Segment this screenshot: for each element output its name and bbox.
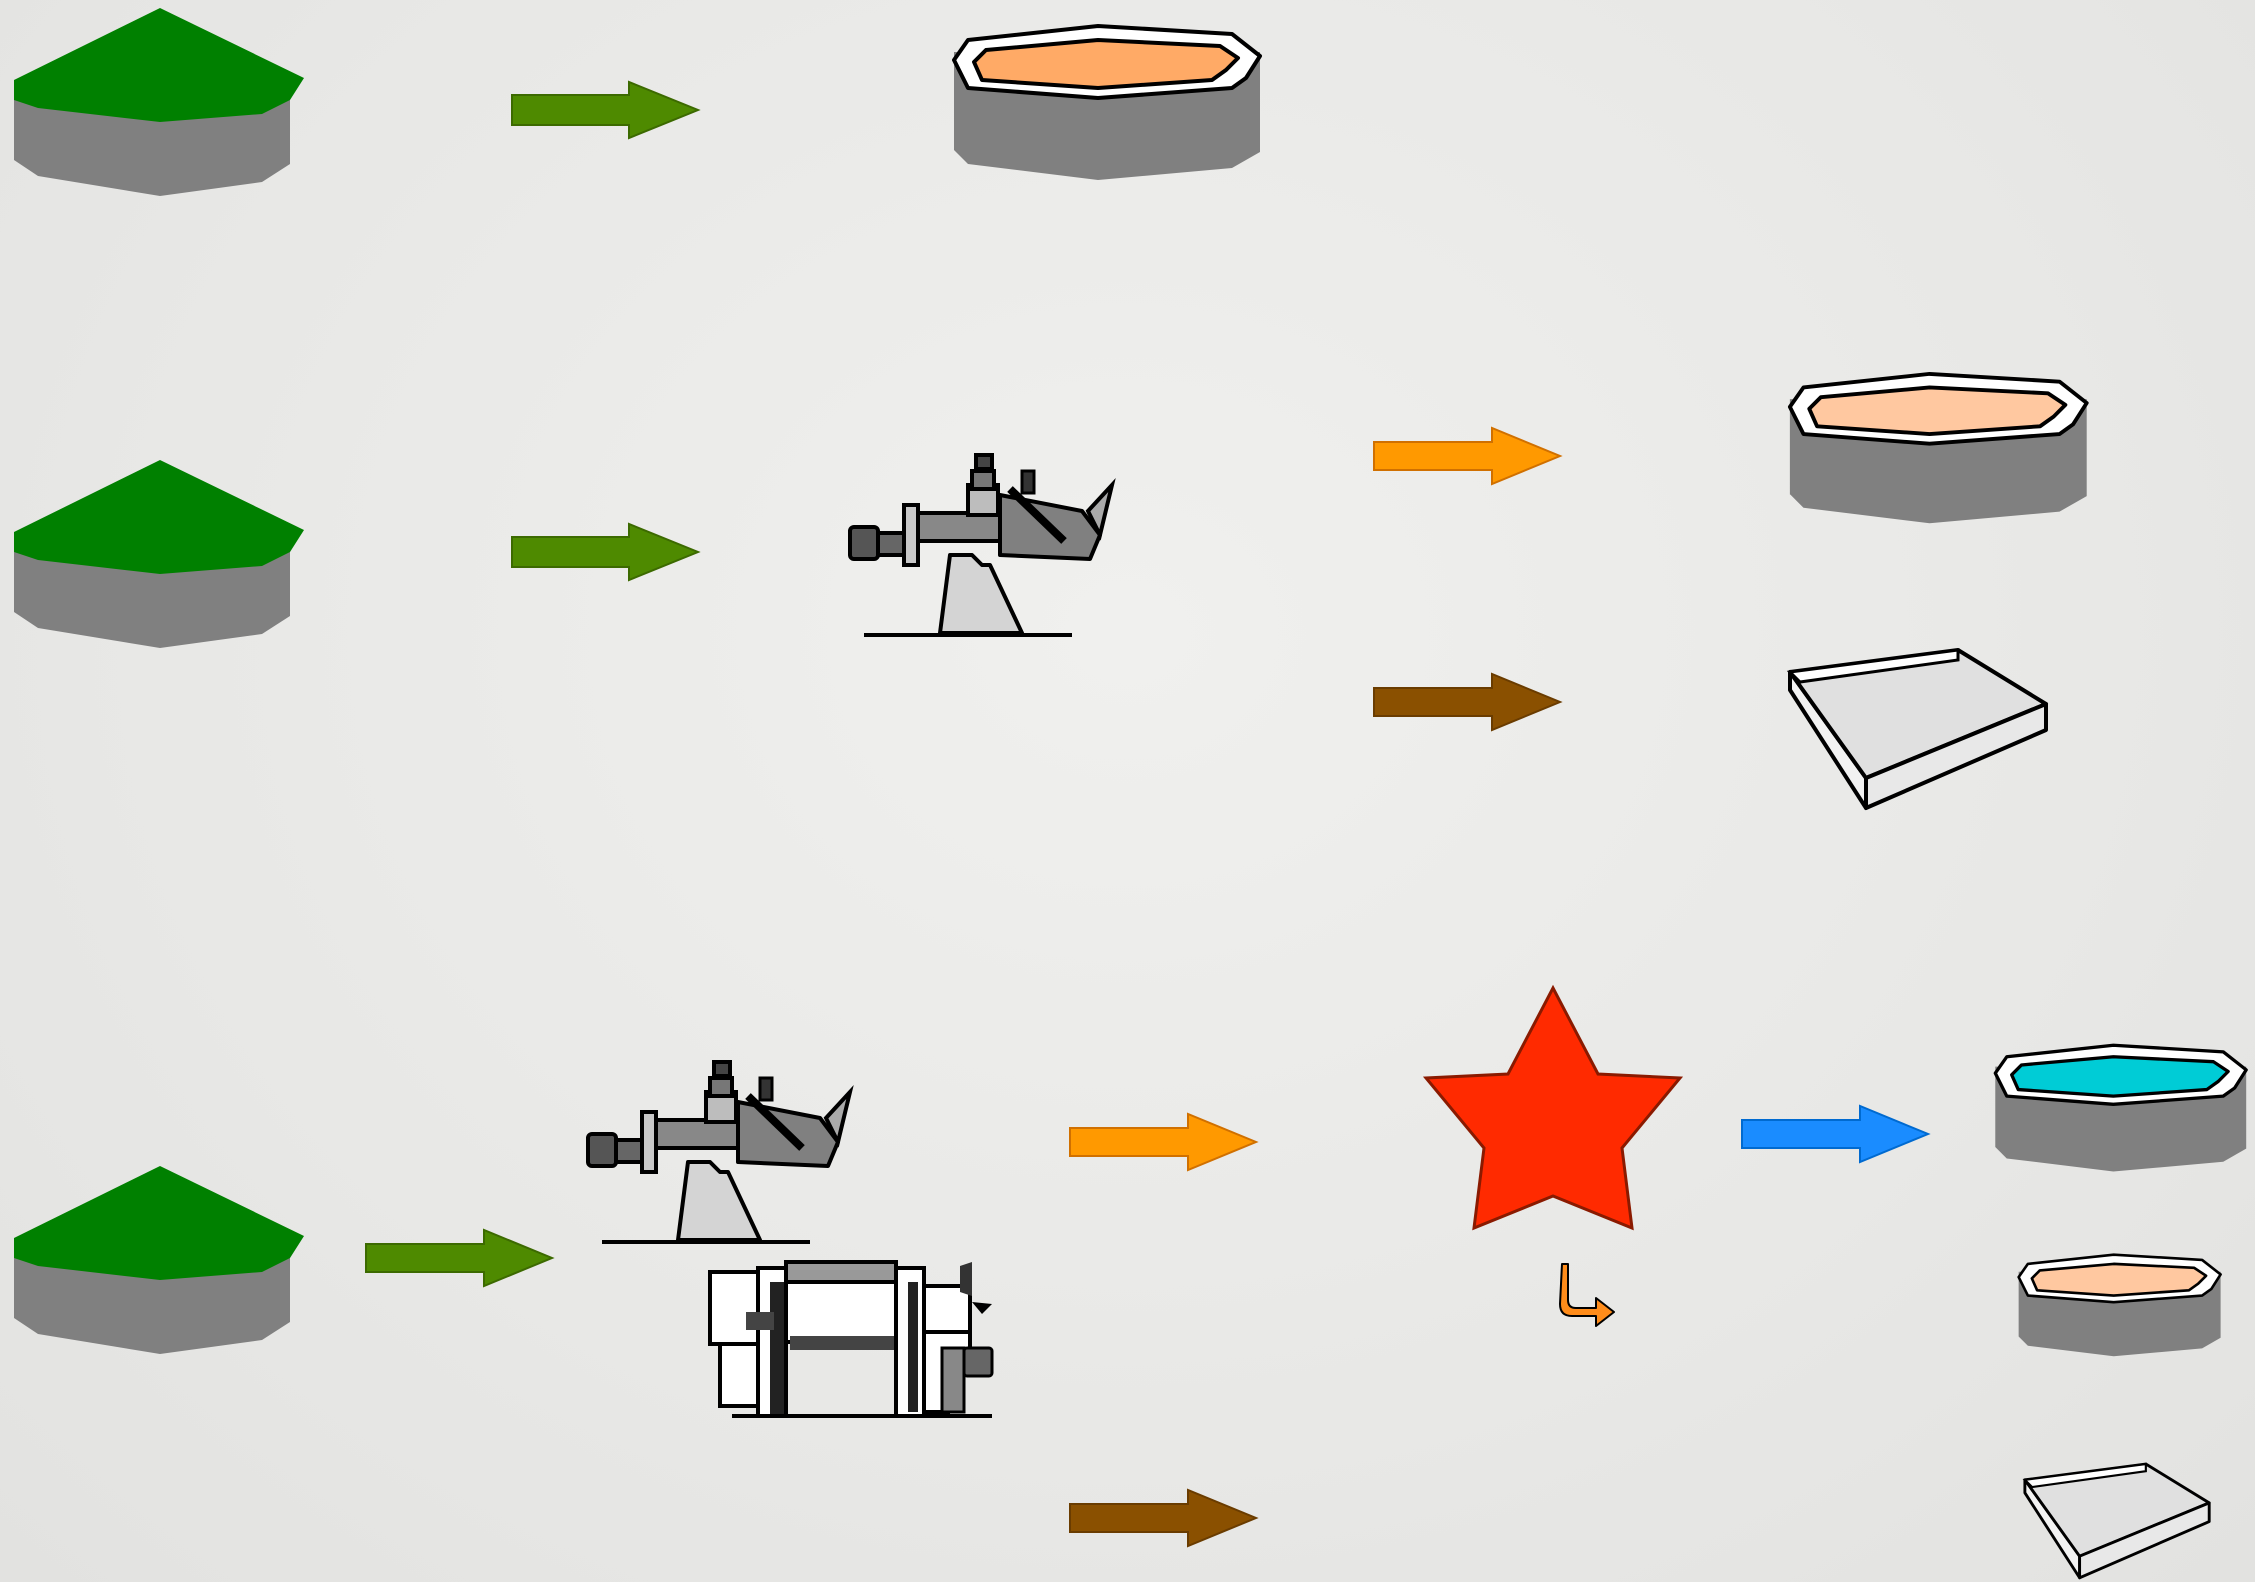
storage-tank-liquid-icon — [1787, 371, 2089, 526]
treatment-star-icon — [1422, 984, 1684, 1231]
decanter-centrifuge-icon — [708, 1260, 994, 1418]
digester-icon — [14, 460, 304, 648]
arrow-brown-icon — [1069, 1488, 1259, 1548]
solids-storage-pad-icon — [2023, 1462, 2211, 1580]
solids-storage-pad-icon — [1788, 648, 2048, 810]
screw-press-separator-icon — [588, 1062, 850, 1242]
recycle-arrow-icon — [1559, 1263, 1615, 1327]
digester-icon — [14, 1166, 304, 1354]
storage-tank-liquid-icon — [2017, 1253, 2222, 1358]
arrow-orange-icon — [1069, 1112, 1259, 1172]
arrow-brown-icon — [1373, 672, 1563, 732]
arrow-green-icon — [511, 80, 701, 140]
arrow-orange-icon — [1373, 426, 1563, 486]
digester-icon — [14, 8, 304, 196]
storage-tank-digestate-icon — [952, 24, 1262, 182]
arrow-green-icon — [511, 522, 701, 582]
clean-water-tank-icon — [1993, 1043, 2248, 1174]
arrow-blue-icon — [1741, 1104, 1931, 1164]
screw-press-separator-icon — [850, 455, 1112, 635]
arrow-green-icon — [365, 1228, 555, 1288]
